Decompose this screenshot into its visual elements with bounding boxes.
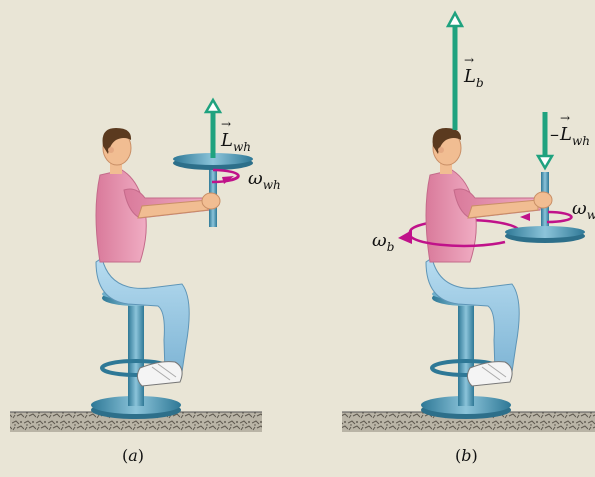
label-wheel-momentum-b: –Lwh	[550, 124, 590, 148]
label-wheel-momentum-a: Lwh	[221, 130, 251, 154]
body-momentum-arrow	[448, 13, 462, 130]
wheel-a	[173, 153, 253, 227]
wheel-momentum-arrow-a	[206, 100, 220, 158]
label-body-momentum: Lb	[464, 66, 484, 90]
person-b	[426, 128, 542, 386]
caption-b: (b)	[455, 446, 478, 465]
label-wheel-angular-velocity-b: ωwh	[572, 198, 595, 222]
label-wheel-angular-velocity-a: ωwh	[248, 168, 281, 192]
caption-a: (a)	[122, 446, 144, 465]
label-body-angular-velocity: ωb	[372, 230, 394, 254]
